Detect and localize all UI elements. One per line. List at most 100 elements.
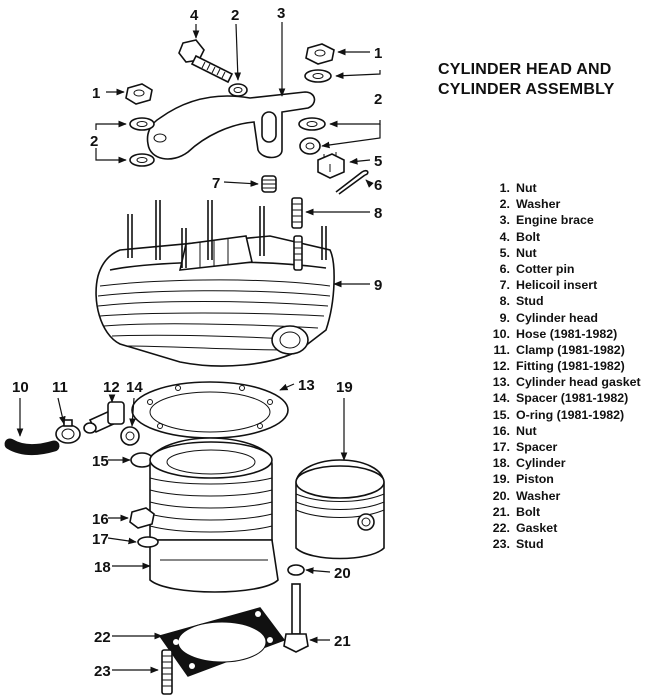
legend-label: Cylinder head bbox=[516, 310, 598, 325]
legend-item: 14. Spacer (1981-1982) bbox=[490, 390, 641, 406]
legend-number: 13. bbox=[492, 375, 510, 390]
piston-part bbox=[295, 459, 385, 560]
callout-10: 10 bbox=[12, 379, 29, 396]
cylinder-part bbox=[149, 437, 279, 593]
cotter-pin-part bbox=[335, 169, 369, 195]
legend-label: Spacer bbox=[516, 440, 558, 454]
helicoil-insert-part bbox=[261, 175, 277, 193]
nut-part bbox=[305, 43, 335, 65]
callout-1: 1 bbox=[92, 85, 100, 102]
leader-lines bbox=[16, 22, 381, 674]
legend-label: Piston bbox=[516, 472, 554, 487]
legend-item: 20. Washer bbox=[490, 488, 641, 504]
callout-16: 16 bbox=[92, 511, 109, 528]
legend-item: 3. Engine brace bbox=[490, 212, 641, 228]
fitting-part bbox=[83, 401, 125, 434]
legend-label: Hose (1981-1982) bbox=[516, 326, 618, 341]
legend-item: 7.Helicoil insert bbox=[490, 277, 641, 293]
legend-number: 18. bbox=[492, 456, 510, 471]
callout-23: 23 bbox=[94, 663, 111, 680]
legend-number: 11. bbox=[493, 342, 510, 357]
legend-number: 14. bbox=[492, 391, 510, 406]
legend-number: 9. bbox=[499, 310, 510, 325]
legend-item: 18. Cylinder bbox=[490, 455, 641, 471]
washer-part bbox=[304, 69, 332, 83]
legend-label: Stud bbox=[516, 537, 544, 552]
legend-label: Gasket bbox=[516, 520, 558, 535]
legend-item: 2. Washer bbox=[490, 196, 641, 212]
legend-number: 12. bbox=[492, 359, 510, 374]
legend-label: Helicoil insert bbox=[516, 278, 598, 293]
callout-11: 11 bbox=[52, 379, 68, 396]
legend-number: 8. bbox=[499, 294, 510, 309]
nut-part bbox=[129, 507, 155, 529]
bolt-part bbox=[283, 583, 309, 653]
callout-18: 18 bbox=[94, 559, 111, 576]
callout-2: 2 bbox=[90, 133, 98, 150]
legend-label: Washer bbox=[516, 197, 561, 212]
legend-number: 1. bbox=[499, 181, 510, 195]
legend-label: Bolt bbox=[516, 504, 541, 519]
washer-part bbox=[129, 153, 155, 167]
hose-part bbox=[4, 438, 60, 456]
legend-item: 8. Stud bbox=[490, 293, 641, 309]
legend-number: 4. bbox=[499, 229, 510, 244]
clamp-part bbox=[55, 419, 81, 444]
legend-item: 9. Cylinder head bbox=[490, 310, 641, 326]
legend-label: Cylinder bbox=[516, 456, 566, 471]
legend-item: 23. Stud bbox=[490, 536, 641, 552]
washer-part bbox=[287, 564, 305, 576]
legend-label: Clamp (1981-1982) bbox=[516, 342, 625, 357]
stud-part bbox=[127, 197, 327, 271]
callout-17: 17 bbox=[92, 531, 109, 548]
legend-number: 15. bbox=[492, 407, 510, 422]
legend-label: O-ring (1981-1982) bbox=[516, 407, 625, 422]
legend-number: 23. bbox=[492, 537, 510, 552]
callout-7: 7 bbox=[212, 175, 220, 192]
callout-20: 20 bbox=[334, 565, 351, 582]
legend-label: Cotter pin bbox=[516, 261, 575, 276]
callout-15: 15 bbox=[92, 453, 109, 470]
legend-label: Nut bbox=[516, 181, 537, 195]
callout-19: 19 bbox=[336, 379, 353, 396]
legend-item: 11. Clamp (1981-1982) bbox=[490, 342, 641, 358]
legend-item: 16.Nut bbox=[490, 423, 641, 439]
legend-label: Spacer (1981-1982) bbox=[516, 391, 629, 406]
callout-12: 12 bbox=[103, 379, 120, 396]
legend-number: 20. bbox=[492, 488, 510, 503]
callout-3: 3 bbox=[277, 5, 285, 22]
legend-item: 1. Nut bbox=[490, 180, 641, 196]
washer-part bbox=[298, 117, 326, 131]
legend-number: 17. bbox=[492, 440, 510, 454]
legend-number: 10. bbox=[492, 326, 510, 341]
legend-number: 6. bbox=[499, 261, 510, 276]
base-gasket-part bbox=[158, 607, 286, 677]
nut-part bbox=[125, 83, 153, 105]
spacer-part bbox=[120, 426, 140, 446]
legend-label: Washer bbox=[516, 488, 561, 503]
cylinder-head-gasket-part bbox=[131, 381, 289, 439]
legend-item: 15. O-ring (1981-1982) bbox=[490, 407, 641, 423]
callout-9: 9 bbox=[374, 277, 382, 294]
legend-item: 21.Bolt bbox=[490, 504, 641, 520]
callout-14: 14 bbox=[126, 379, 143, 396]
legend-label: Stud bbox=[516, 294, 544, 309]
legend-item: 22. Gasket bbox=[490, 520, 641, 536]
legend-label: Nut bbox=[516, 245, 537, 260]
legend-item: 19.Piston bbox=[490, 471, 641, 487]
washer-part bbox=[228, 83, 248, 97]
legend-item: 17. Spacer bbox=[490, 439, 641, 455]
callout-1: 1 bbox=[374, 45, 382, 62]
legend-number: 22. bbox=[492, 520, 510, 535]
legend-item: 4.Bolt bbox=[490, 229, 641, 245]
legend-label: Engine brace bbox=[516, 213, 594, 228]
callout-2: 2 bbox=[231, 7, 239, 24]
callout-8: 8 bbox=[374, 205, 382, 222]
washer-part bbox=[299, 137, 321, 155]
title-line-1: CYLINDER HEAD AND bbox=[438, 61, 612, 78]
callout-13: 13 bbox=[298, 377, 315, 394]
legend-number: 3. bbox=[499, 213, 510, 228]
legend-number: 2. bbox=[499, 197, 510, 212]
bolt-part bbox=[178, 39, 234, 84]
